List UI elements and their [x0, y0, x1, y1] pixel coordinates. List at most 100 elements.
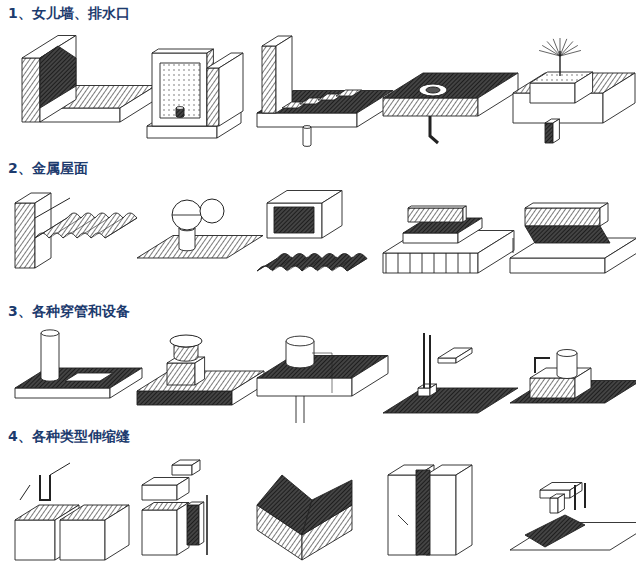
sketch-line: [172, 215, 202, 216]
sketch-line: [63, 218, 95, 238]
sketch-face: [147, 126, 217, 138]
sketch-face: [15, 203, 35, 268]
roof-detail-sketch: [383, 73, 518, 143]
sketch-face: [456, 348, 472, 363]
drain-spiral: [426, 87, 440, 93]
sketch-line: [302, 259, 322, 272]
roof-detail-sketch: [15, 330, 142, 398]
sketch-line: [332, 259, 352, 272]
sketch-face: [530, 378, 575, 398]
sketch-line: [547, 41, 560, 56]
sketch-face: [418, 388, 430, 396]
sketch-line: [257, 259, 277, 272]
sketch-line: [347, 259, 367, 272]
sketch-face: [152, 53, 207, 126]
roof-detail-sketch: [137, 199, 263, 258]
roof-detail-sketch: [510, 203, 636, 273]
sketch-line: [458, 253, 459, 273]
sketch-face: [65, 373, 113, 381]
roof-detail-sketch: [510, 350, 636, 404]
sketch-face: [525, 515, 585, 547]
roof-detail-sketch: [257, 36, 393, 146]
sketch-face: [257, 113, 357, 127]
sketch-face: [408, 208, 463, 222]
sketch-face: [600, 203, 608, 226]
sketch-line: [304, 396, 305, 423]
sketch-face: [603, 73, 635, 123]
sketch-face: [177, 478, 189, 501]
sketch-face: [478, 73, 518, 116]
sketch-face: [60, 520, 105, 560]
sketch-line: [429, 335, 431, 388]
sketch-line: [312, 353, 332, 393]
roof-detail-sketch: [142, 460, 207, 555]
sketch-face: [525, 226, 610, 243]
sketch-line: [513, 238, 514, 253]
sketch-line: [422, 253, 423, 273]
section-heading: 2、金属屋面: [6, 160, 90, 178]
sketch-face: [540, 490, 570, 498]
sketch-face: [267, 203, 322, 238]
sketch-line: [35, 198, 70, 218]
sketch-face: [207, 68, 219, 126]
sketch-line: [430, 116, 438, 143]
roof-detail-sketch: [22, 36, 156, 123]
sketch-line: [40, 475, 50, 500]
sketch-line: [574, 485, 576, 510]
sketch-line: [446, 253, 447, 273]
section-heading: 4、各种类型伸缩缝: [6, 428, 132, 446]
sketch-face: [105, 505, 129, 560]
section-heading: 1、女儿墙、排水口: [6, 5, 132, 23]
sketch-face: [257, 254, 367, 272]
sketch-face: [120, 86, 156, 123]
sketch-face: [408, 206, 466, 208]
sketch-line: [317, 259, 337, 272]
sketch-line: [105, 218, 137, 238]
roof-detail-sketch: [147, 49, 243, 138]
sketch-line: [20, 485, 30, 500]
sketch-line: [539, 50, 560, 56]
sketch-face: [336, 90, 362, 96]
sketch-line: [560, 38, 561, 56]
sketch-face: [160, 63, 200, 118]
sketch-face: [303, 126, 311, 129]
sketch-line: [560, 50, 581, 56]
sketch-line: [410, 253, 411, 273]
sketch-face: [383, 98, 478, 116]
section-heading: 3、各种穿管和设备: [6, 303, 132, 321]
vent-cap: [170, 335, 202, 347]
sketch-face: [352, 356, 388, 397]
sketch-face: [41, 330, 59, 336]
sketch-face: [35, 213, 137, 238]
sketch-face: [286, 336, 314, 346]
sketch-line: [560, 41, 573, 56]
sketch-line: [50, 463, 70, 475]
sketch-face: [558, 494, 564, 513]
sketch-face: [179, 228, 195, 251]
sketch-line: [542, 45, 560, 56]
sketch-face: [219, 53, 243, 126]
sketch-face: [257, 475, 312, 535]
sketch-face: [195, 357, 205, 385]
sketch-line: [296, 396, 297, 423]
sketch-face: [478, 231, 514, 274]
sketch-face: [22, 58, 40, 122]
sketch-face: [438, 358, 456, 363]
roof-detail-sketch: [383, 333, 518, 413]
sketch-face: [152, 49, 213, 53]
sketch-line: [553, 39, 560, 56]
sketch-face: [274, 207, 314, 233]
sketch-face: [388, 475, 418, 555]
sketch-face: [262, 46, 276, 113]
sketch-line: [470, 253, 471, 273]
sketch-face: [142, 485, 177, 500]
sketch-line: [560, 39, 567, 56]
sketch-face: [383, 388, 518, 413]
sketch-face: [463, 206, 466, 222]
sketch-face: [550, 498, 558, 513]
sketch-line: [398, 253, 399, 273]
sketch-line: [91, 218, 123, 238]
sketch-line: [434, 253, 435, 273]
drain-spiral: [419, 84, 447, 96]
